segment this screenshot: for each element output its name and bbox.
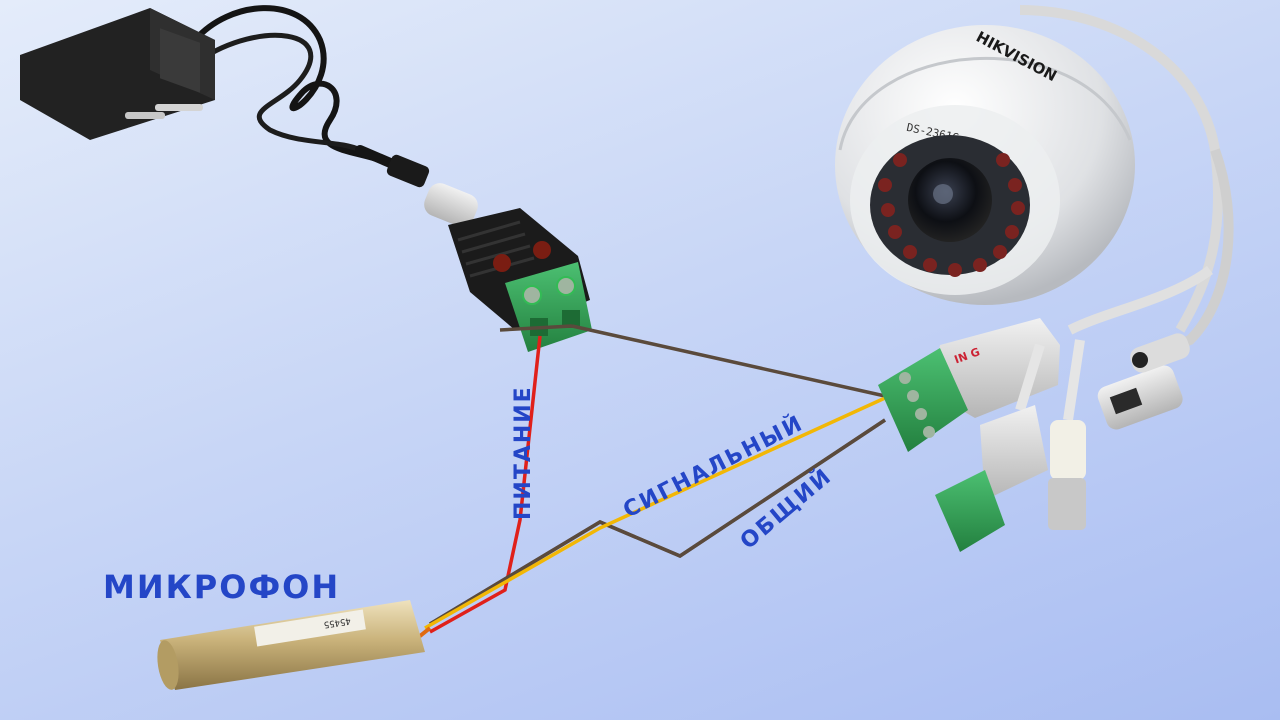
alarm-terminal-block bbox=[935, 470, 1005, 552]
dc-terminal-connector-icon bbox=[424, 183, 592, 352]
microphone-cylinder-icon: 45455 bbox=[157, 600, 425, 690]
adapter-prong bbox=[125, 112, 165, 119]
camera-cable-branch bbox=[1138, 148, 1234, 365]
dome-rim bbox=[838, 56, 1132, 151]
adapter-label bbox=[160, 28, 200, 93]
alarm-cable bbox=[1015, 343, 1045, 412]
terminal-screw-icon bbox=[923, 426, 935, 438]
wire-signal bbox=[424, 396, 886, 630]
adapter-prong bbox=[155, 104, 203, 111]
dc-plug-body bbox=[386, 154, 430, 188]
power-adapter-icon bbox=[20, 5, 430, 188]
ethernet-port-icon bbox=[1097, 365, 1183, 430]
dome-camera-icon: HIKVISION DS-2361G bbox=[835, 5, 1234, 365]
bnc-body bbox=[1050, 420, 1086, 480]
microphone-body bbox=[160, 600, 425, 690]
alarm-terminal-plug-icon bbox=[935, 343, 1048, 552]
dc-jack-icon bbox=[1130, 333, 1190, 373]
ethernet-housing bbox=[1097, 365, 1183, 430]
terminal-screw-icon bbox=[907, 390, 919, 402]
dc-jack-hole bbox=[1132, 352, 1148, 368]
wire-common-mic bbox=[429, 418, 886, 626]
bnc-cable bbox=[1063, 339, 1085, 421]
wire-power bbox=[429, 335, 542, 634]
plus-marker-icon bbox=[493, 254, 511, 272]
microphone-label bbox=[254, 609, 366, 647]
camera-cable-branch bbox=[1067, 265, 1213, 335]
alarm-plug-housing bbox=[980, 405, 1048, 500]
dc-connector-ribs bbox=[457, 220, 535, 278]
terminal-screw-icon bbox=[522, 285, 542, 305]
microphone-marking: 45455 bbox=[323, 615, 351, 629]
ethernet-socket bbox=[1109, 387, 1143, 415]
microphone-cap bbox=[157, 640, 179, 690]
ir-led-ring bbox=[878, 153, 1025, 277]
bnc-metal bbox=[1048, 478, 1086, 530]
terminal-screw-icon bbox=[915, 408, 927, 420]
bnc-connector-icon bbox=[1048, 339, 1086, 530]
audio-terminal-block bbox=[878, 348, 968, 452]
adapter-cable bbox=[192, 5, 381, 163]
terminal-screw-icon bbox=[556, 276, 576, 296]
lens-glint bbox=[933, 184, 953, 204]
terminal-screw-icon bbox=[899, 372, 911, 384]
adapter-cable-loop bbox=[198, 32, 362, 153]
dc-plug-sleeve bbox=[355, 145, 400, 170]
minus-marker-icon bbox=[533, 241, 551, 259]
label-power: ПИТАНИЕ bbox=[511, 385, 536, 520]
label-microphone: МИКРОФОН bbox=[103, 568, 340, 606]
dc-socket-metal bbox=[424, 183, 478, 227]
terminal-slot bbox=[562, 310, 580, 328]
